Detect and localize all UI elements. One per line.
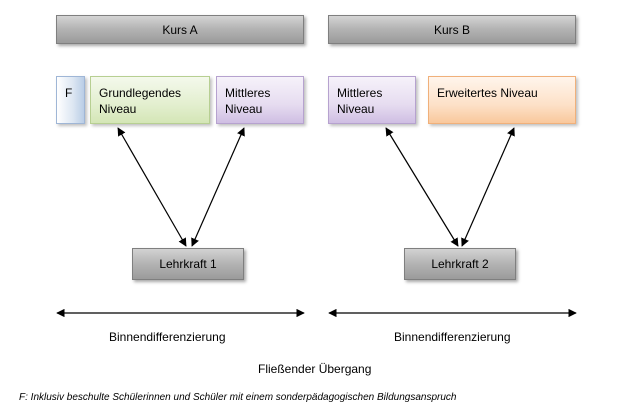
arrow-middle-a-to-teacher-1 <box>191 127 245 247</box>
teacher-1-box: Lehrkraft 1 <box>132 248 244 280</box>
differentiation-left-label: Binnendifferenzierung <box>109 330 226 344</box>
teacher-1-label: Lehrkraft 1 <box>159 257 217 271</box>
level-basic-a-box: Grundlegendes Niveau <box>90 76 210 124</box>
course-a-label: Kurs A <box>162 23 198 37</box>
teacher-2-box: Lehrkraft 2 <box>404 248 516 280</box>
level-middle-a-label: Mittleres Niveau <box>225 86 271 116</box>
arrow-basic-a-to-teacher-1 <box>117 127 187 247</box>
footnote: F: Inklusiv beschulte Schülerinnen und S… <box>19 392 457 403</box>
level-extended-b-box: Erweitertes Niveau <box>428 76 576 124</box>
level-f-box: F <box>56 76 85 124</box>
course-b-header: Kurs B <box>328 15 576 44</box>
level-f-label: F <box>65 86 73 100</box>
level-middle-a-box: Mittleres Niveau <box>216 76 304 124</box>
teacher-2-label: Lehrkraft 2 <box>431 257 489 271</box>
course-a-header: Kurs A <box>56 15 304 44</box>
transition-label: Fließender Übergang <box>258 362 372 376</box>
level-basic-a-label: Grundlegendes Niveau <box>99 86 182 116</box>
arrow-middle-b-to-teacher-2 <box>385 127 459 247</box>
level-middle-b-label: Mittleres Niveau <box>337 86 383 116</box>
differentiation-right-label: Binnendifferenzierung <box>394 330 511 344</box>
level-middle-b-box: Mittleres Niveau <box>328 76 416 124</box>
arrow-extended-b-to-teacher-2 <box>461 127 515 247</box>
level-extended-b-label: Erweitertes Niveau <box>437 86 538 100</box>
course-b-label: Kurs B <box>433 23 470 37</box>
